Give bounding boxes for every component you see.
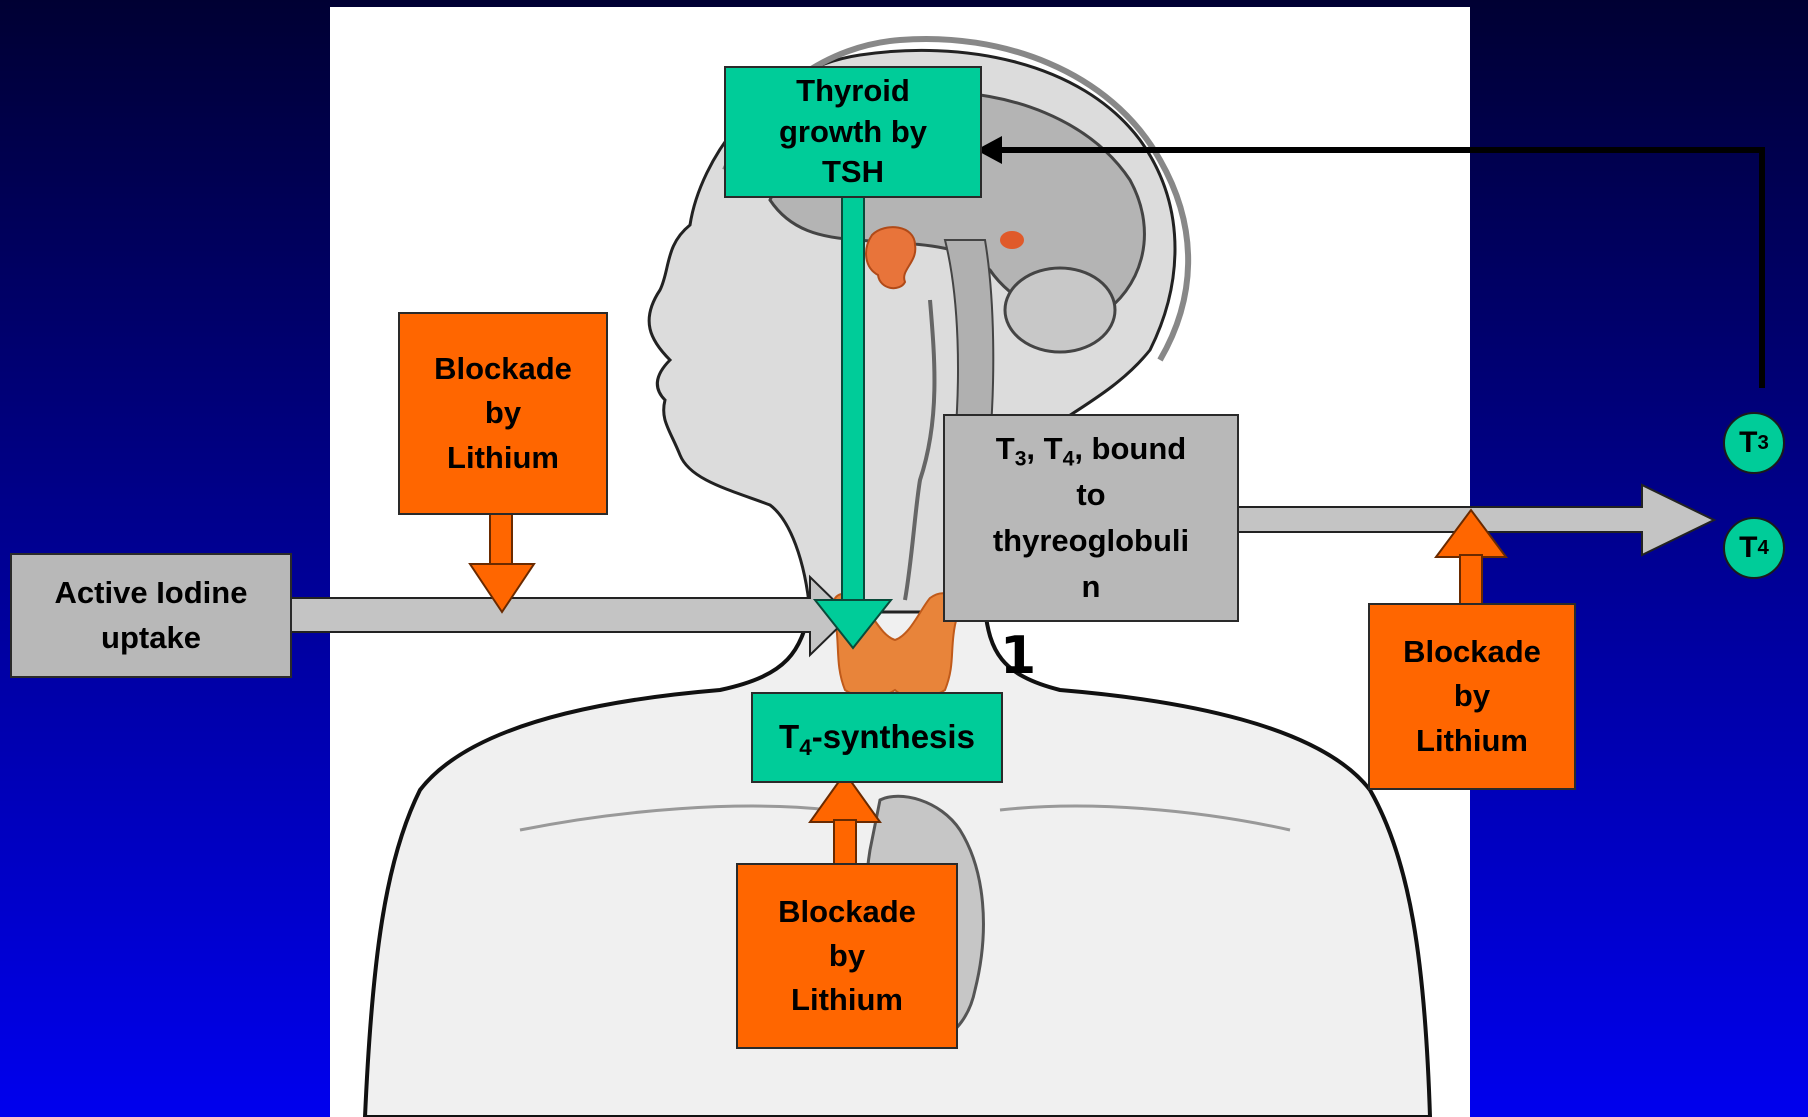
hormone-separator: , xyxy=(1026,431,1043,466)
hormone-a-subscript: 3 xyxy=(1015,448,1027,471)
blockade-bottom-box: Blockade by Lithium xyxy=(736,863,958,1049)
hormone-a-letter: T xyxy=(996,431,1015,466)
synthesis-prefix: T xyxy=(779,718,799,755)
thyroid-growth-line-2: growth by xyxy=(779,112,927,153)
cerebellum-shape xyxy=(1005,268,1115,352)
blockade-right-line-1: Blockade xyxy=(1403,630,1541,674)
blockade-bottom-line-3: Lithium xyxy=(778,978,916,1022)
blockade-left-line-1: Blockade xyxy=(434,347,572,391)
synthesis-suffix: -synthesis xyxy=(812,718,975,755)
blockade-left-line-3: Lithium xyxy=(434,436,572,480)
number-marker: 1 xyxy=(1000,626,1036,686)
thyroid-growth-line-1: Thyroid xyxy=(779,71,927,112)
blockade-left-line-2: by xyxy=(434,391,572,435)
t3-letter: T xyxy=(1739,426,1757,460)
iodine-uptake-line-1: Active Iodine xyxy=(55,571,248,615)
blockade-left-box: Blockade by Lithium xyxy=(398,312,608,515)
bound-hormone-box: T3, T4, bound to thyreoglobuli n xyxy=(943,414,1239,622)
hormone-b-subscript: 4 xyxy=(1063,448,1075,471)
t4-synthesis-label: T4-synthesis xyxy=(779,714,975,761)
blockade-right-box: Blockade by Lithium xyxy=(1368,603,1576,790)
thyroid-growth-line-3: TSH xyxy=(779,152,927,193)
thyroid-growth-box: Thyroid growth by TSH xyxy=(724,66,982,198)
bound-hormone-line-3: thyreoglobuli xyxy=(993,518,1189,564)
t4-synthesis-box: T4-synthesis xyxy=(751,692,1003,783)
iodine-uptake-line-2: uptake xyxy=(55,616,248,660)
bound-hormone-line-1: T3, T4, bound xyxy=(993,426,1189,472)
blockade-bottom-line-1: Blockade xyxy=(778,890,916,934)
blockade-bottom-line-2: by xyxy=(778,934,916,978)
blockade-right-line-2: by xyxy=(1403,674,1541,718)
synthesis-subscript: 4 xyxy=(799,735,811,760)
bound-hormone-line-4: n xyxy=(993,564,1189,610)
iodine-uptake-box: Active Iodine uptake xyxy=(10,553,292,678)
bound-text: , bound xyxy=(1074,431,1186,466)
bound-hormone-line-2: to xyxy=(993,472,1189,518)
blockade-right-line-3: Lithium xyxy=(1403,719,1541,763)
t4-letter: T xyxy=(1739,531,1757,565)
pineal-gland xyxy=(1000,231,1024,249)
hormone-b-letter: T xyxy=(1044,431,1063,466)
